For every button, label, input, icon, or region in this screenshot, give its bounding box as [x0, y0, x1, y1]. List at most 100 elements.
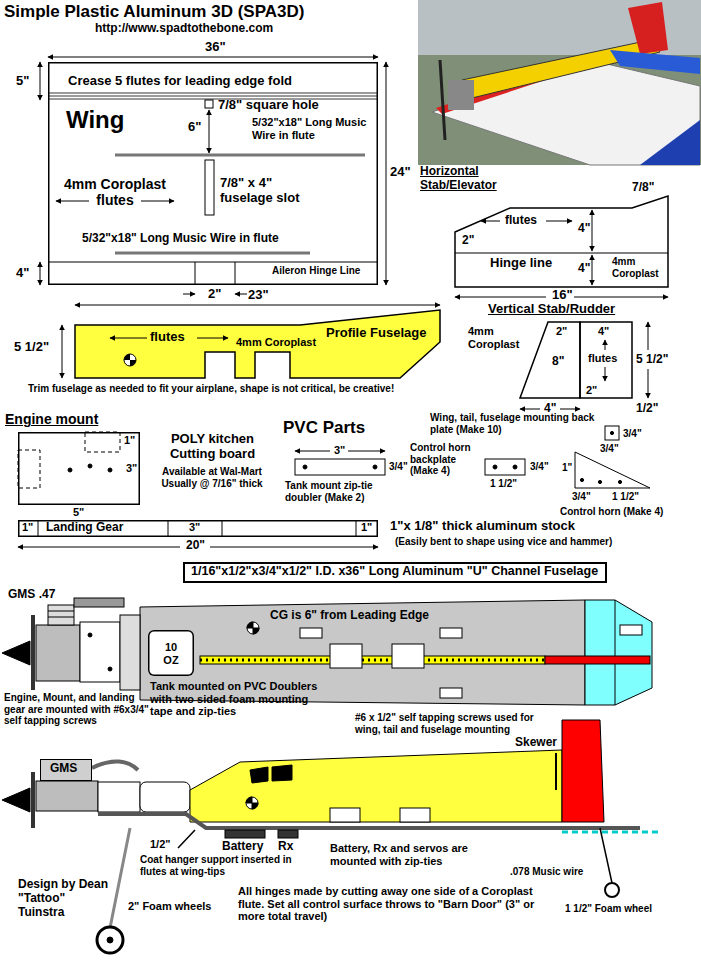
part-text: 4": [578, 222, 590, 236]
screw: [108, 667, 112, 671]
propeller: [31, 615, 35, 690]
plan-label: 36": [205, 40, 226, 55]
part-text: 4": [578, 262, 590, 276]
muffler: [74, 598, 124, 607]
mount-plate: [440, 688, 462, 698]
part-text: 4mm Coroplast: [468, 325, 528, 350]
photo-fuselage: [462, 40, 660, 98]
crankcase: [36, 781, 98, 811]
pushrod: [545, 656, 650, 664]
plan-label: Available at Wal-Mart Usually @ 7/16" th…: [147, 466, 277, 489]
cylinder-head: [48, 605, 74, 625]
part-text: 3": [189, 521, 200, 534]
canopy-window: [272, 765, 292, 781]
cg-symbol: [246, 797, 258, 809]
u-channel: [98, 814, 640, 828]
muffler-pipe: [92, 761, 138, 770]
cylinder-fill: [40, 759, 92, 781]
stab-details: [455, 210, 668, 409]
side-view: [2, 720, 660, 953]
fuselage-slot: [205, 160, 214, 215]
hinge-line: [455, 253, 668, 254]
crankcase: [36, 625, 80, 681]
part-text: Horizontal Stab/Elevator: [420, 165, 530, 193]
part-text: Profile Fuselage: [326, 326, 426, 341]
plan-label: Control horn (Make 4): [560, 506, 663, 518]
photo-ground: [418, 0, 701, 165]
flute-arrow: [481, 221, 500, 222]
plan-label: Trim fuselage as needed to fit your airp…: [28, 383, 394, 395]
gear-strut: [110, 828, 130, 928]
bend-line: [222, 520, 223, 537]
square-hole: [205, 100, 213, 108]
part-text: 6": [188, 120, 201, 135]
aileron-cut: [195, 262, 196, 285]
back-plate: [605, 426, 619, 440]
aileron-cut: [235, 262, 236, 285]
part-text: Vertical Stab/Rudder: [488, 302, 615, 317]
hole: [68, 468, 72, 472]
plan-label: POLY kitchen Cutting board: [155, 432, 270, 462]
plan-label: All hinges made by cutting away one side…: [238, 885, 556, 923]
dimension-line: [18, 547, 180, 548]
plan-label: 3/4": [389, 461, 408, 473]
part-text: flutes: [505, 214, 537, 228]
cooling-fin: [48, 617, 74, 618]
bend-line: [38, 520, 39, 537]
part-text: 2": [586, 384, 597, 397]
servo: [400, 808, 430, 822]
plan-label: 24": [390, 165, 411, 180]
part-text: 1": [361, 521, 372, 534]
dimension-line: [40, 62, 41, 100]
hole: [610, 431, 613, 434]
part-text: flutes: [588, 352, 617, 365]
hole: [108, 468, 112, 472]
plan-label: Battery, Rx and servos are mounted with …: [330, 842, 500, 867]
screw: [88, 633, 92, 637]
plan-label: 3": [334, 444, 345, 457]
photo: [418, 0, 701, 165]
part-outline: [75, 310, 440, 378]
part-text: 1": [22, 521, 33, 534]
flute-arrow: [110, 338, 147, 339]
dimension-line: [75, 305, 440, 306]
plan-label: 2" Foam wheels: [128, 900, 211, 913]
part-text: 8": [552, 355, 564, 369]
dashed-outline: [18, 450, 40, 488]
cg-symbol: [247, 622, 259, 634]
plan-label: 1"x 1/8" thick aluminum stock: [390, 519, 575, 534]
fuselage-fill: [75, 310, 440, 378]
part-text: Engine mount: [5, 411, 98, 427]
propeller: [31, 772, 35, 828]
plan-label: 23": [248, 288, 269, 303]
hole: [88, 464, 92, 468]
photo-checker: [640, 120, 700, 165]
battery: [225, 830, 265, 838]
wing-details: [40, 57, 386, 294]
top-view: [2, 598, 652, 705]
tail-wheel: [605, 883, 619, 897]
part-text: Wing: [66, 106, 124, 134]
flute-arrow: [605, 367, 606, 381]
rudder-side: [562, 720, 604, 822]
dimension-line: [348, 451, 385, 452]
part-text: 7/8" square hole: [218, 98, 319, 113]
dimension-line: [386, 62, 387, 285]
u-channel-banner: 1/16"x1/2"x3/4"x1/2" I.D. x36" Long Alum…: [183, 562, 607, 583]
canopy-window: [250, 767, 268, 783]
horizontal-stab: Horizontal Stab/Elevatorflutes4"2"Hinge …: [455, 196, 668, 287]
flute-arrow: [141, 201, 174, 202]
plan-label: (Easily bent to shape using vice and ham…: [395, 536, 612, 548]
u-channel-holes: [200, 659, 545, 662]
plan-label: Tank mount zip-tie doubler (Make 2): [285, 480, 410, 503]
fuselage-profile-details: [62, 305, 440, 378]
plan-label: Control horn backplate (Make 4): [410, 442, 482, 477]
bend-line: [356, 520, 357, 537]
plan-label: 5 1/2": [14, 340, 49, 355]
part-text: 2": [462, 234, 474, 248]
plan-label: 20": [186, 539, 205, 553]
hole: [373, 465, 377, 469]
receiver: [278, 830, 298, 838]
engine-mount: [98, 782, 140, 812]
horn-backplate: [485, 459, 525, 475]
